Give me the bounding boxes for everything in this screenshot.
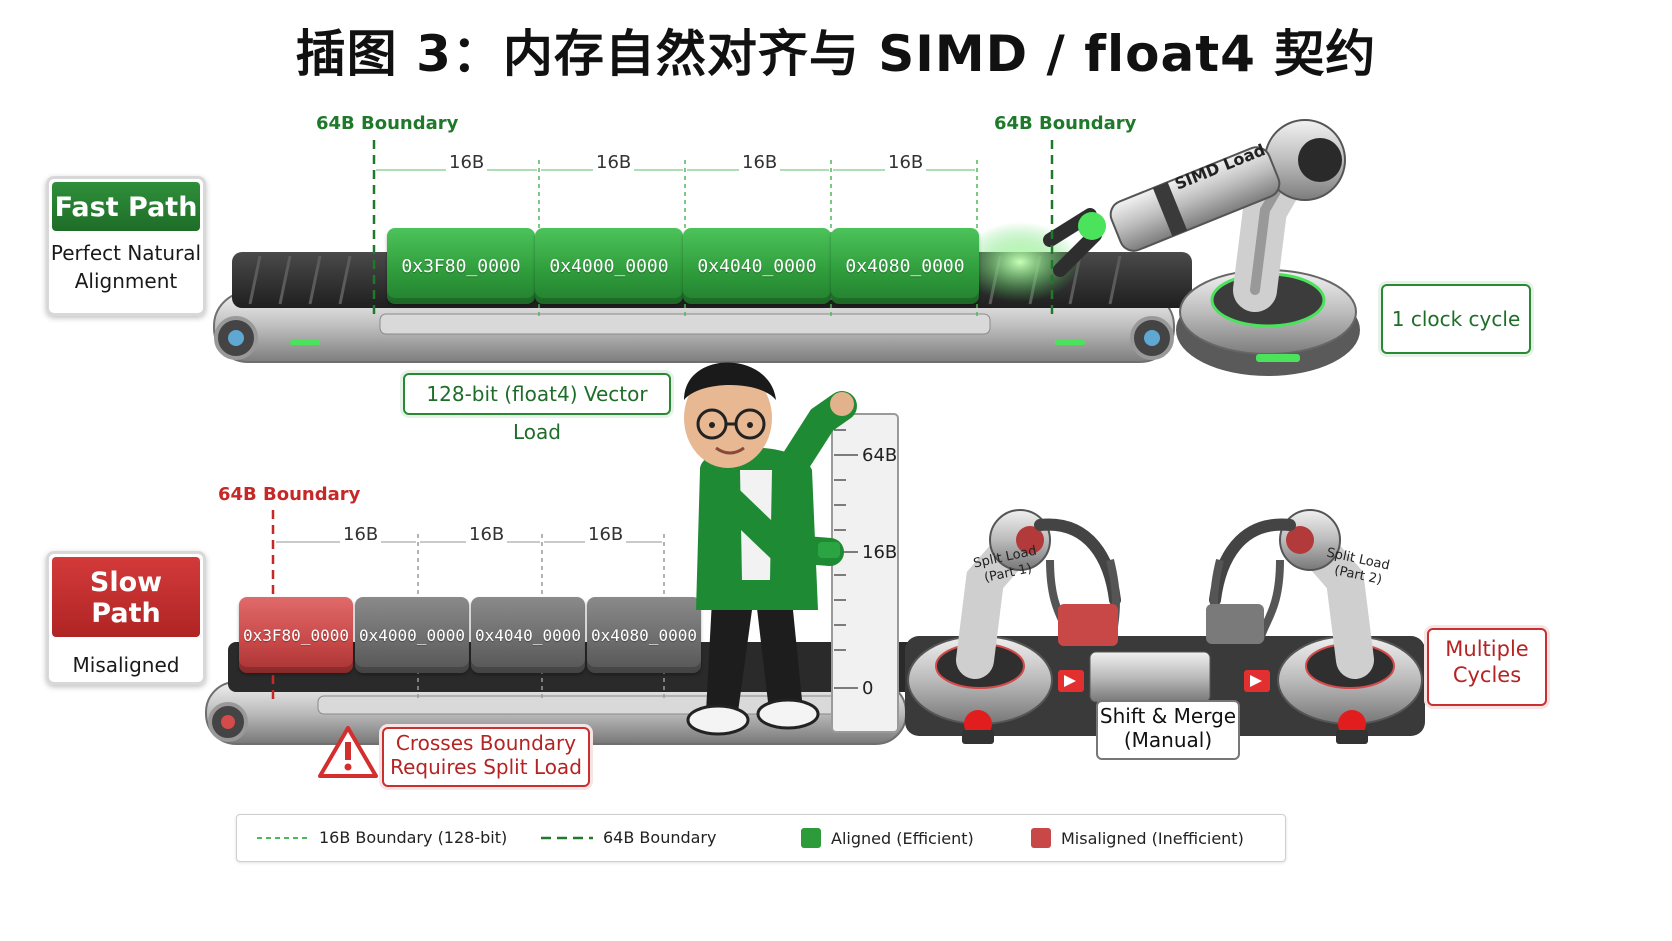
green-swatch-icon [801,828,821,848]
fast-path-desc-line2: Alignment [74,269,178,293]
ruler-mark-mid: 16B [862,542,898,563]
misaligned-data-block: 0x3F80_0000 [239,597,353,673]
crosses-boundary-warning: Crosses Boundary Requires Split Load [382,727,590,787]
fast-segment-label: 16B [593,152,635,173]
slow-segment-label: 16B [340,524,382,545]
slow-boundary-label: 64B Boundary [218,484,361,505]
legend-label: Misaligned (Inefficient) [1061,828,1244,848]
shift-merge-label: Shift & Merge (Manual) [1096,700,1240,760]
fast-path-header: Fast Path [52,182,200,231]
long-dash-line-icon [541,836,593,839]
neutral-data-block: 0x4000_0000 [355,597,469,673]
merge-line2: (Manual) [1123,728,1213,752]
legend: 16B Boundary (128-bit) 64B Boundary Alig… [236,814,1286,862]
slow-path-header: Slow Path [52,557,200,637]
multiple-cycles-label: Multiple Cycles [1427,628,1547,706]
page-title: 插图 3：内存自然对齐与 SIMD / float4 契约 [295,25,1377,83]
warning-line2: Requires Split Load [390,755,582,779]
slow-segment-label: 16B [585,524,627,545]
fast-path-card: Fast Path Perfect Natural Alignment [46,176,206,316]
neutral-data-block: 0x4040_0000 [471,597,585,673]
legend-item-misaligned: Misaligned (Inefficient) [1031,828,1244,848]
ruler-mark-bottom: 0 [862,678,874,699]
aligned-data-block: 0x4000_0000 [535,228,683,304]
dashed-line-icon [257,836,309,839]
aligned-data-block: 0x4040_0000 [683,228,831,304]
slow-path-desc-line1: Misaligned [72,653,180,677]
warning-line1: Crosses Boundary [395,731,577,755]
fast-segment-label: 16B [885,152,927,173]
fast-path-desc-line1: Perfect Natural [50,241,202,265]
legend-label: Aligned (Efficient) [831,828,974,848]
neutral-data-block: 0x4080_0000 [587,597,701,673]
fast-segment-label: 16B [739,152,781,173]
slow-segment-label: 16B [466,524,508,545]
red-swatch-icon [1031,828,1051,848]
fast-boundary-right-label: 64B Boundary [994,113,1137,134]
cycles-line2: Cycles [1452,663,1522,687]
slow-path-card: Slow Path Misaligned [46,551,206,685]
merge-line1: Shift & Merge [1099,704,1237,728]
legend-item-16b: 16B Boundary (128-bit) [257,828,507,847]
fast-segment-label: 16B [446,152,488,173]
cycles-line1: Multiple [1445,637,1529,661]
fast-boundary-left-label: 64B Boundary [316,113,459,134]
aligned-data-block: 0x3F80_0000 [387,228,535,304]
aligned-data-block: 0x4080_0000 [831,228,979,304]
legend-item-aligned: Aligned (Efficient) [801,828,974,848]
clock-cycle-label: 1 clock cycle [1381,284,1531,354]
legend-label: 16B Boundary (128-bit) [319,828,508,847]
legend-item-64b: 64B Boundary [541,828,716,847]
legend-label: 64B Boundary [603,828,717,847]
vector-load-label: 128-bit (float4) Vector Load [403,373,671,444]
ruler-mark-top: 64B [862,445,898,466]
